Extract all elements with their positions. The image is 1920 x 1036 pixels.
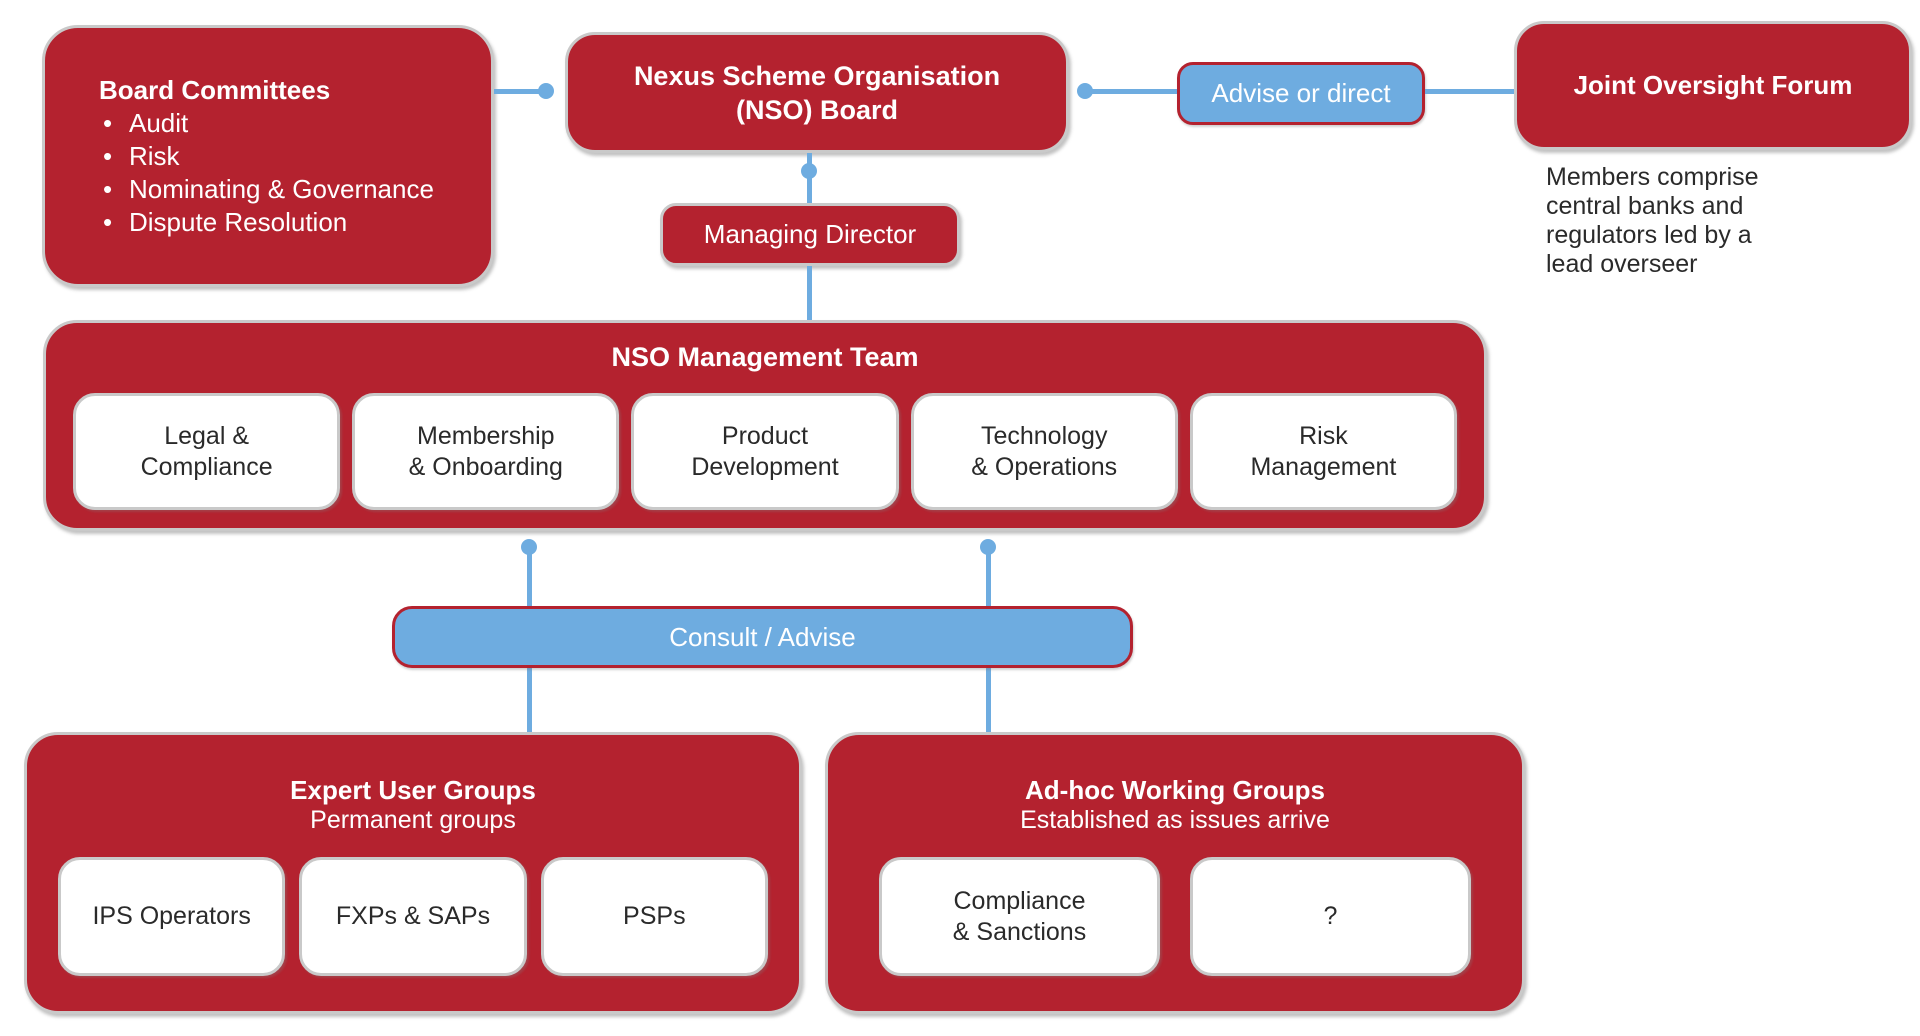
advise-or-direct-label: Advise or direct [1211, 78, 1391, 108]
joint-oversight-forum-title: Joint Oversight Forum [1573, 70, 1853, 100]
dept-technology-operations: Technology & Operations [910, 393, 1178, 510]
connector-board-committees-to-nso-board [494, 89, 546, 94]
board-committees-box: Board Committees Audit Risk Nominating &… [42, 25, 494, 287]
expert-user-groups-box: Expert User Groups Permanent groups IPS … [24, 732, 802, 1014]
consult-advise-label-box: Consult / Advise [392, 606, 1133, 668]
nso-management-team-box: NSO Management Team Legal & Compliance M… [43, 320, 1487, 531]
board-committee-item-risk: Risk [99, 140, 481, 173]
joint-oversight-forum-box: Joint Oversight Forum [1514, 21, 1912, 150]
board-committee-item-audit: Audit [99, 107, 481, 140]
group-psps: PSPs [540, 857, 768, 976]
group-compliance-sanctions: Compliance & Sanctions [879, 857, 1160, 976]
board-committees-list: Audit Risk Nominating & Governance Dispu… [99, 107, 481, 239]
dept-product-development: Product Development [631, 393, 899, 510]
managing-director-label: Managing Director [703, 219, 917, 249]
connector-dot-left-of-nso-board [538, 83, 554, 99]
dept-risk-management: Risk Management [1189, 393, 1458, 510]
consult-advise-label: Consult / Advise [669, 621, 856, 652]
adhoc-working-groups-subtitle: Established as issues arrive [1020, 806, 1330, 834]
group-ips-operators: IPS Operators [58, 857, 286, 976]
managing-director-box: Managing Director [660, 203, 960, 266]
expert-user-groups-row: IPS Operators FXPs & SAPs PSPs [27, 857, 799, 976]
adhoc-working-groups-box: Ad-hoc Working Groups Established as iss… [825, 732, 1525, 1014]
nso-management-team-departments: Legal & Compliance Membership & Onboardi… [46, 393, 1484, 510]
group-unknown: ? [1190, 857, 1471, 976]
adhoc-working-groups-title: Ad-hoc Working Groups [1025, 775, 1325, 805]
board-committees-title: Board Committees [99, 74, 331, 105]
group-fxps-saps: FXPs & SAPs [299, 857, 527, 976]
nso-management-team-title: NSO Management Team [611, 342, 919, 372]
board-committee-item-nominating-governance: Nominating & Governance [99, 173, 481, 206]
connector-advise-label-to-oversight-forum [1425, 89, 1514, 94]
dept-membership-onboarding: Membership & Onboarding [352, 393, 620, 510]
connector-managing-director-to-management-team [807, 266, 812, 320]
expert-user-groups-subtitle: Permanent groups [310, 806, 516, 834]
connector-nso-board-to-advise-label [1085, 89, 1177, 94]
adhoc-working-groups-row: Compliance & Sanctions ? [828, 857, 1522, 976]
connector-nso-board-to-managing-director [807, 153, 812, 203]
board-committee-item-dispute-resolution: Dispute Resolution [99, 206, 481, 239]
expert-user-groups-title: Expert User Groups [290, 775, 536, 805]
oversight-forum-members-note: Members comprise central banks and regul… [1546, 163, 1759, 278]
advise-or-direct-label-box: Advise or direct [1177, 62, 1425, 125]
dept-legal-compliance: Legal & Compliance [73, 393, 341, 510]
nso-board-box: Nexus Scheme Organisation (NSO) Board [565, 32, 1069, 153]
